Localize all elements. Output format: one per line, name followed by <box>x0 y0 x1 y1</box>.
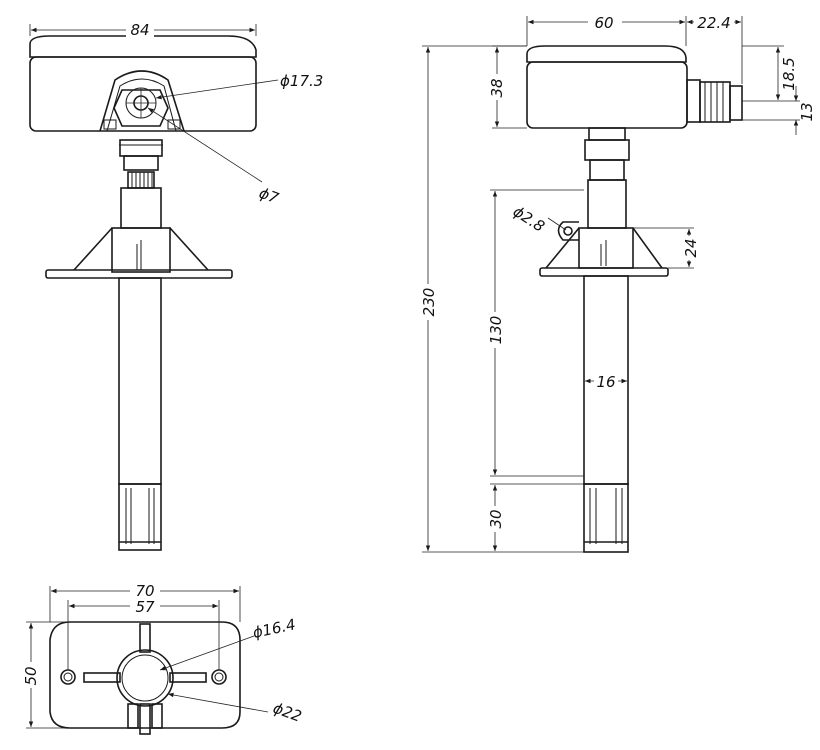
dim-side-width: 60 <box>594 14 613 32</box>
dim-front-inner-dia: ϕ7 <box>257 184 282 208</box>
flange-bore-inner <box>121 654 169 702</box>
dim-front-width: 84 <box>130 21 149 39</box>
flange-plate-view: 70 57 50 ϕ16.4 ϕ22 <box>22 581 304 735</box>
front-housing-lid <box>29 35 257 58</box>
front-flange-collar <box>111 227 171 273</box>
dim-side-height: 38 <box>488 78 506 97</box>
side-sensor-tip <box>583 483 629 553</box>
side-view: 60 22.4 18.5 13 38 230 130 30 <box>418 13 816 553</box>
front-housing-body <box>29 56 257 132</box>
dim-flange-width: 70 <box>135 582 154 600</box>
dim-front-outer-dia: ϕ17.3 <box>280 72 323 90</box>
front-sensor-tip <box>118 483 162 551</box>
dim-side-gland: 22.4 <box>697 14 730 32</box>
dim-flange-bore-inner: ϕ16.4 <box>251 615 297 642</box>
dim-flange-hole-span: 57 <box>135 598 155 616</box>
flange-hole-left <box>60 669 76 685</box>
dim-probe-dia: 16 <box>596 373 615 391</box>
dim-side-top-offset: 18.5 <box>780 57 798 90</box>
dim-total-length: 230 <box>420 288 438 317</box>
side-housing-body <box>526 61 688 129</box>
front-boss <box>99 70 185 132</box>
dim-flange-bore-outer: ϕ22 <box>271 699 304 726</box>
side-housing-lid <box>526 45 687 63</box>
flange-hole-right <box>211 669 227 685</box>
flange-plate-outline <box>49 621 241 729</box>
front-probe-tube <box>118 277 162 485</box>
side-flange-plate <box>539 267 669 277</box>
dim-flange-height: 24 <box>682 238 700 257</box>
dim-hole-dia: ϕ2.8 <box>510 202 548 235</box>
front-view: 84 ϕ17.3 ϕ7 <box>29 20 323 551</box>
front-nut <box>113 89 169 127</box>
dim-side-gland-dia: 13 <box>798 102 816 121</box>
dim-flange-height-50: 50 <box>22 666 40 685</box>
dim-tip-length: 30 <box>487 509 505 528</box>
flange-bore-outer <box>116 649 174 707</box>
side-mount-tab <box>557 221 579 241</box>
dim-probe-length: 130 <box>487 316 505 345</box>
side-cable-gland <box>686 79 701 123</box>
